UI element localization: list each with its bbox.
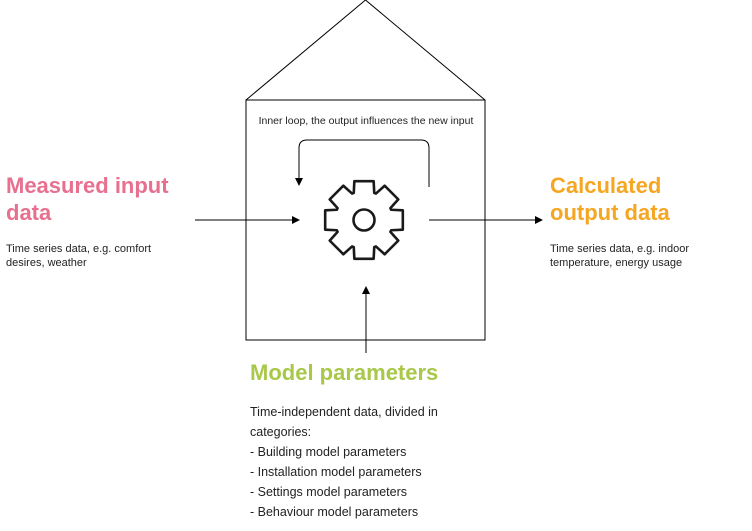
output-title: Calculated output data: [550, 172, 689, 226]
parameters-list-item: - Installation model parameters: [250, 465, 422, 479]
house-roof: [245, 0, 486, 101]
input-desc-line2: desires, weather: [6, 257, 87, 269]
output-desc-line2: temperature, energy usage: [550, 257, 683, 269]
parameters-block: Model parameters Time-independent data, …: [250, 359, 438, 522]
gear-icon: [323, 179, 405, 261]
output-description: Time series data, e.g. indoor temperatur…: [550, 242, 689, 270]
inner-loop-arrow: [295, 139, 430, 187]
input-title: Measured input data: [6, 172, 169, 226]
input-block: Measured input data Time series data, e.…: [6, 172, 169, 270]
parameters-list-item: - Building model parameters: [250, 445, 407, 459]
parameters-title: Model parameters: [250, 360, 439, 385]
output-desc-line1: Time series data, e.g. indoor: [550, 243, 689, 255]
input-description: Time series data, e.g. comfort desires, …: [6, 242, 169, 270]
input-desc-line1: Time series data, e.g. comfort: [6, 243, 152, 255]
output-block: Calculated output data Time series data,…: [550, 172, 689, 270]
parameters-description: Time-independent data, divided in catego…: [250, 402, 438, 522]
input-title-line2: data: [6, 200, 52, 225]
output-title-line2: output data: [550, 200, 670, 225]
parameters-list-item: - Behaviour model parameters: [250, 505, 419, 519]
input-title-line1: Measured input: [6, 173, 169, 198]
parameters-intro-line1: Time-independent data, divided in: [250, 405, 438, 419]
output-title-line1: Calculated: [550, 173, 662, 198]
parameters-list-item: - Settings model parameters: [250, 485, 408, 499]
inner-loop-label: Inner loop, the output influences the ne…: [258, 115, 474, 127]
parameters-intro-line2: categories:: [250, 425, 312, 439]
